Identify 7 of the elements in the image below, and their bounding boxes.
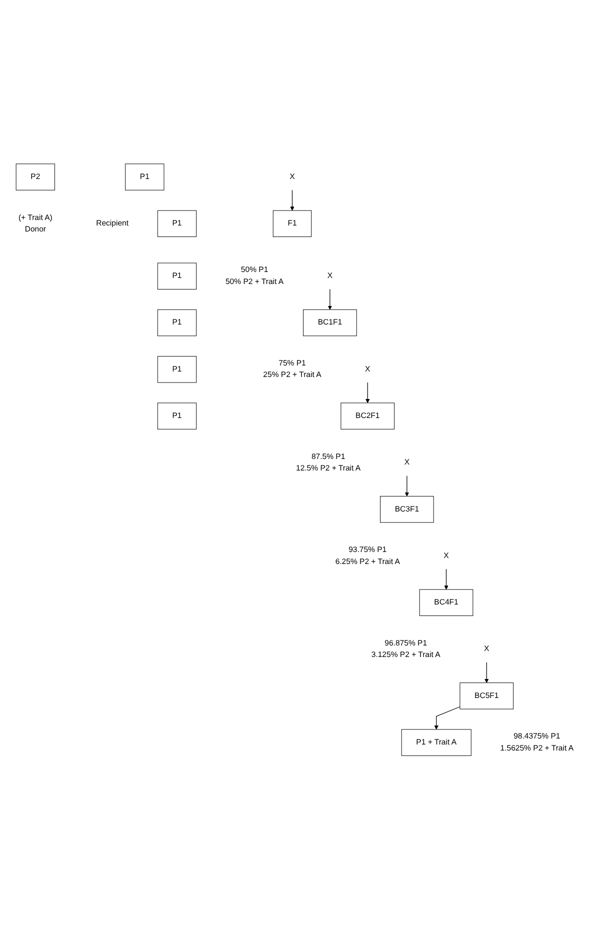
arrow [365, 382, 370, 403]
arrow [328, 288, 332, 310]
arrow [434, 706, 460, 730]
arrow [290, 190, 294, 211]
arrow [484, 662, 489, 683]
arrow [444, 568, 448, 590]
arrow [404, 475, 410, 496]
